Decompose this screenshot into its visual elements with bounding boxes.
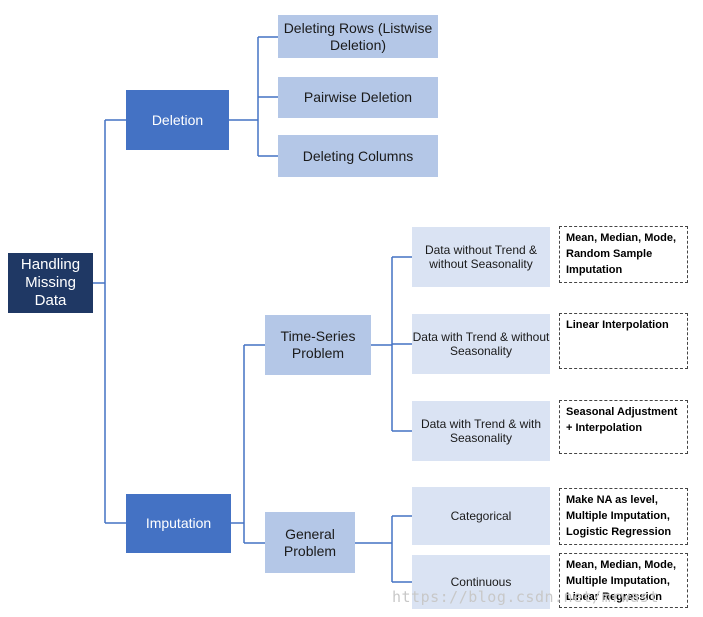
method-note-continuous-text: Mean, Median, Mode, Multiple Imputation,…: [566, 559, 677, 603]
categorical-node: Categorical: [412, 487, 550, 545]
categorical-label: Categorical: [450, 508, 512, 523]
general-problem-node: General Problem: [265, 512, 355, 573]
imputation-label: Imputation: [145, 515, 212, 532]
deletion-node: Deletion: [126, 90, 229, 150]
ts-no-trend-label: Data without Trend & without Seasonality: [424, 242, 538, 271]
method-note-trend-text: Linear Interpolation: [566, 319, 669, 331]
root-node: Handling Missing Data: [8, 253, 93, 313]
ts-trend-label: Data with Trend & without Seasonality: [412, 329, 550, 358]
deleting-rows-label: Deleting Rows (Listwise Deletion): [283, 19, 433, 53]
method-note-trend-season: Seasonal Adjustment + Interpolation: [559, 400, 688, 454]
method-note-continuous: Mean, Median, Mode, Multiple Imputation,…: [559, 553, 688, 608]
deleting-rows-node: Deleting Rows (Listwise Deletion): [278, 15, 438, 58]
watermark: https://blog.csdn.net/mrwast: [392, 588, 659, 606]
continuous-label: Continuous: [450, 574, 512, 589]
time-series-node: Time-Series Problem: [265, 315, 371, 375]
deleting-columns-label: Deleting Columns: [302, 147, 414, 164]
ts-trend-node: Data with Trend & without Seasonality: [412, 314, 550, 374]
imputation-node: Imputation: [126, 494, 231, 553]
method-note-trend: Linear Interpolation: [559, 313, 688, 369]
deletion-label: Deletion: [151, 111, 204, 128]
ts-trend-season-node: Data with Trend & with Seasonality: [412, 401, 550, 461]
time-series-label: Time-Series Problem: [280, 328, 356, 361]
method-note-trend-season-text: Seasonal Adjustment + Interpolation: [566, 406, 678, 434]
general-problem-label: General Problem: [283, 525, 337, 559]
method-note-categorical: Make NA as level, Multiple Imputation, L…: [559, 488, 688, 545]
ts-no-trend-node: Data without Trend & without Seasonality: [412, 227, 550, 287]
root-label: Handling Missing Data: [20, 256, 81, 309]
method-note-no-trend: Mean, Median, Mode, Random Sample Imputa…: [559, 226, 688, 283]
pairwise-deletion-label: Pairwise Deletion: [303, 89, 413, 106]
method-note-no-trend-text: Mean, Median, Mode, Random Sample Imputa…: [566, 232, 677, 276]
ts-trend-season-label: Data with Trend & with Seasonality: [420, 416, 542, 445]
continuous-node: Continuous: [412, 555, 550, 609]
method-note-categorical-text: Make NA as level, Multiple Imputation, L…: [566, 494, 672, 538]
deleting-columns-node: Deleting Columns: [278, 135, 438, 177]
pairwise-deletion-node: Pairwise Deletion: [278, 77, 438, 118]
